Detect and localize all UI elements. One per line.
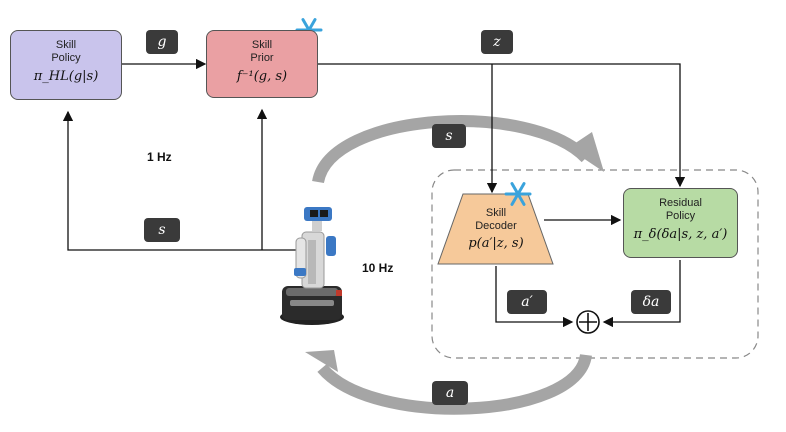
- arrow-deltaa-to-sum: [602, 260, 681, 328]
- action-loop-arrowhead: [305, 350, 338, 372]
- arrow-state-to-policy: [62, 110, 300, 251]
- skill-prior-title-line1: Skill: [251, 39, 273, 51]
- tag-a-prime: a′: [507, 290, 547, 314]
- skill-decoder-box: Skill Decoder p(a′|z, s): [440, 207, 552, 251]
- state-loop-arrowhead: [568, 132, 604, 172]
- residual-policy-box: Residual Policy π_δ(δa|s, z, a′): [623, 188, 738, 258]
- state-loop-arrow: [312, 115, 591, 184]
- skill-policy-box: Skill Policy π_HL(g|s): [10, 30, 122, 100]
- tag-a: a: [432, 381, 468, 405]
- rate-10hz-label: 10 Hz: [362, 261, 394, 275]
- arrow-aprime-to-sum: [495, 266, 574, 328]
- residual-policy-title-line1: Residual: [659, 197, 702, 209]
- skill-policy-title-line1: Skill: [55, 39, 77, 51]
- tag-g: g: [146, 30, 178, 54]
- skill-policy-title-line2: Policy: [51, 52, 81, 64]
- arrow-prior-to-residual: [318, 63, 686, 188]
- residual-policy-formula: π_δ(δa|s, z, a′): [633, 227, 728, 242]
- rate-1hz-label: 1 Hz: [147, 150, 172, 164]
- skill-prior-box: Skill Prior f⁻¹(g, s): [206, 30, 318, 98]
- low-level-group-boundary: [431, 169, 759, 359]
- skill-decoder-formula: p(a′|z, s): [468, 236, 524, 251]
- robot-icon: [280, 207, 344, 325]
- skill-decoder-title-line2: Decoder: [475, 220, 517, 232]
- tag-s-top: s: [432, 124, 466, 148]
- tag-delta-a: δa: [631, 290, 671, 314]
- skill-prior-formula: f⁻¹(g, s): [236, 69, 288, 84]
- action-loop-arrow: [317, 353, 592, 415]
- residual-policy-title-line2: Policy: [665, 210, 696, 222]
- tag-s-left: s: [144, 218, 180, 242]
- tag-z: z: [481, 30, 513, 54]
- skill-policy-formula: π_HL(g|s): [33, 69, 99, 84]
- skill-prior-title-line2: Prior: [250, 52, 274, 64]
- snowflake-icon: [504, 182, 532, 206]
- skill-decoder-title-line1: Skill: [485, 207, 507, 219]
